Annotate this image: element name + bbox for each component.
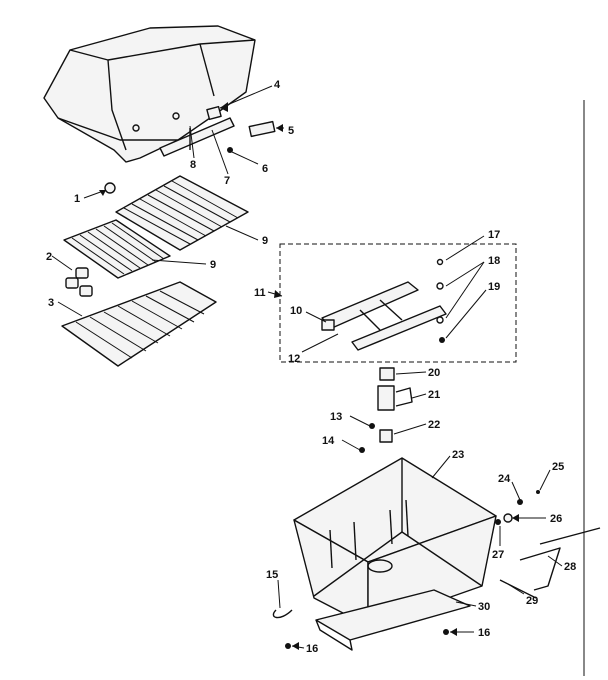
callout-29: 29 <box>526 595 538 607</box>
part-handle-assembly <box>159 105 276 157</box>
callout-labels: 1 2 3 4 5 6 7 8 9 9 10 11 12 13 14 15 16… <box>46 79 576 655</box>
grill-lid <box>43 25 256 163</box>
callout-28: 28 <box>564 561 576 573</box>
callout-18: 18 <box>488 255 500 267</box>
callout-21: 21 <box>428 389 440 401</box>
callout-2: 2 <box>46 251 52 263</box>
callout-15: 15 <box>266 569 278 581</box>
callout-8: 8 <box>190 159 196 171</box>
callout-6: 6 <box>262 163 268 175</box>
part-cooking-grid-upper <box>115 175 249 251</box>
callout-23: 23 <box>452 449 464 461</box>
callout-16-right: 16 <box>478 627 490 639</box>
callout-14: 14 <box>322 435 335 447</box>
callout-26: 26 <box>550 513 562 525</box>
part-knob <box>104 182 116 194</box>
part-briquet-holders <box>65 267 93 297</box>
callout-20: 20 <box>428 367 440 379</box>
callout-25: 25 <box>552 461 564 473</box>
callout-16-left: 16 <box>306 643 318 655</box>
callout-9-upper: 9 <box>262 235 268 247</box>
callout-30: 30 <box>478 601 490 613</box>
callout-4: 4 <box>274 79 281 91</box>
part-burner-assembly <box>321 258 447 351</box>
arrowheads <box>99 102 519 650</box>
callout-10: 10 <box>290 305 302 317</box>
callout-27: 27 <box>492 549 504 561</box>
callout-5: 5 <box>288 125 294 137</box>
callout-3: 3 <box>48 297 54 309</box>
callout-7: 7 <box>224 175 230 187</box>
callout-22: 22 <box>428 419 440 431</box>
part-cooking-grid-lower <box>63 219 171 279</box>
part-wire-loop <box>272 609 293 619</box>
callout-24: 24 <box>498 473 511 485</box>
callout-17: 17 <box>488 229 500 241</box>
callout-13: 13 <box>330 411 342 423</box>
callout-12: 12 <box>288 353 300 365</box>
callout-1: 1 <box>74 193 80 205</box>
callout-11: 11 <box>254 287 266 299</box>
burner-assembly-boundary <box>279 243 517 363</box>
callout-9-lower: 9 <box>210 259 216 271</box>
part-valve-assembly <box>359 367 413 453</box>
part-briquet-grate <box>61 281 217 367</box>
part-bottom-pan <box>315 589 471 651</box>
callout-19: 19 <box>488 281 500 293</box>
